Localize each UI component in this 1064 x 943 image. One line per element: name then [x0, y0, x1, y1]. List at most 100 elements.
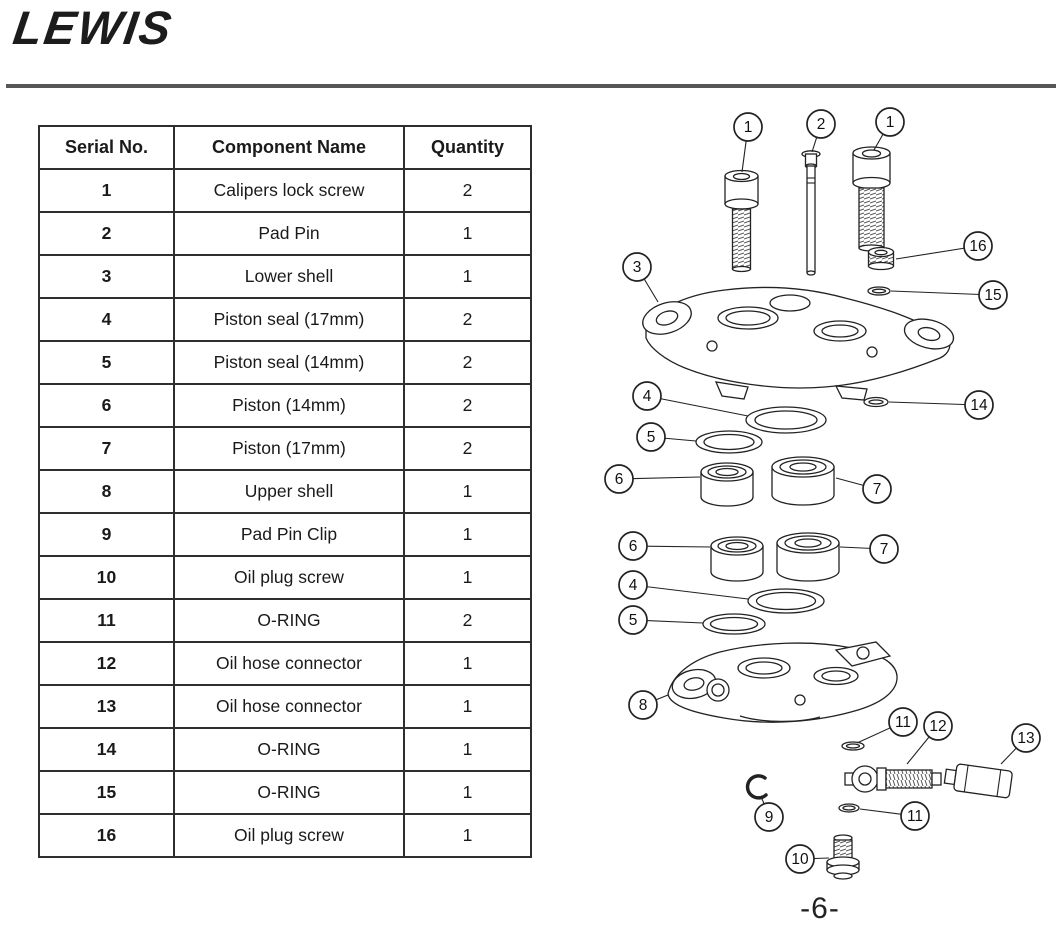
name-cell: Piston (14mm)	[173, 383, 405, 428]
qty-cell: 1	[403, 512, 532, 557]
callout-10: 10	[785, 844, 830, 874]
callout-11-upper: 11	[856, 707, 918, 744]
callout-8: 8	[628, 690, 669, 720]
name-cell: O-RING	[173, 727, 405, 772]
callout-1-right: 1	[873, 107, 905, 151]
name-cell: Oil plug screw	[173, 813, 405, 858]
svg-text:5: 5	[629, 612, 638, 629]
name-cell: Pad Pin Clip	[173, 512, 405, 557]
pad-pin-clip-illustration	[745, 774, 768, 800]
name-cell: Lower shell	[173, 254, 405, 299]
o-ring-11-upper-illustration	[841, 741, 865, 751]
svg-text:6: 6	[615, 471, 624, 488]
callout-4-upper: 4	[632, 381, 749, 417]
qty-cell: 1	[403, 684, 532, 729]
oil-plug-screw-10-illustration	[826, 834, 860, 880]
header-divider	[6, 84, 1056, 88]
name-cell: Piston seal (14mm)	[173, 340, 405, 385]
table-header-row: Serial No. Component Name Quantity	[38, 125, 532, 170]
page-number: -6-	[800, 892, 840, 925]
svg-text:11: 11	[907, 808, 923, 825]
callout-1-left: 1	[733, 112, 763, 173]
name-cell: Calipers lock screw	[173, 168, 405, 213]
svg-text:3: 3	[633, 259, 642, 276]
name-cell: O-RING	[173, 598, 405, 643]
svg-text:6: 6	[629, 538, 638, 555]
calipers-lock-screw-left-illustration	[724, 169, 759, 273]
name-cell: Oil plug screw	[173, 555, 405, 600]
svg-text:13: 13	[1017, 730, 1034, 747]
pad-pin-illustration	[801, 150, 821, 276]
svg-text:14: 14	[970, 397, 988, 414]
serial-cell: 8	[38, 469, 175, 514]
qty-cell: 1	[403, 555, 532, 600]
piston-17-lower-illustration	[776, 532, 840, 582]
piston-seal-14-upper-illustration	[695, 430, 763, 454]
callout-5-lower: 5	[618, 605, 704, 635]
callout-4-lower: 4	[618, 570, 749, 600]
qty-cell: 2	[403, 340, 532, 385]
serial-cell: 14	[38, 727, 175, 772]
svg-text:11: 11	[895, 714, 911, 731]
svg-text:10: 10	[791, 851, 809, 868]
qty-cell: 2	[403, 426, 532, 471]
piston-14-lower-illustration	[710, 536, 764, 582]
qty-cell: 1	[403, 641, 532, 686]
qty-cell: 1	[403, 211, 532, 256]
qty-cell: 1	[403, 727, 532, 772]
callout-13: 13	[1000, 723, 1041, 765]
serial-cell: 10	[38, 555, 175, 600]
callout-16: 16	[895, 231, 993, 261]
upper-shell-illustration	[667, 641, 898, 723]
name-cell: Oil hose connector	[173, 684, 405, 729]
svg-text:15: 15	[984, 287, 1001, 304]
svg-text:9: 9	[765, 809, 774, 826]
serial-cell: 3	[38, 254, 175, 299]
svg-text:12: 12	[929, 718, 946, 735]
svg-text:7: 7	[880, 541, 889, 558]
callout-3: 3	[622, 252, 659, 303]
serial-cell: 11	[38, 598, 175, 643]
serial-cell: 7	[38, 426, 175, 471]
o-ring-14-illustration	[863, 396, 889, 408]
o-ring-15-illustration	[867, 286, 891, 296]
piston-seal-14-lower-illustration	[702, 613, 766, 635]
callout-15: 15	[890, 280, 1008, 310]
col-header-qty: Quantity	[403, 125, 532, 170]
name-cell: Piston (17mm)	[173, 426, 405, 471]
serial-cell: 1	[38, 168, 175, 213]
svg-text:8: 8	[639, 697, 648, 714]
piston-seal-17-lower-illustration	[747, 588, 825, 614]
qty-cell: 1	[403, 770, 532, 815]
svg-text:5: 5	[647, 429, 656, 446]
svg-text:1: 1	[886, 114, 895, 131]
callout-9: 9	[754, 795, 784, 832]
serial-cell: 6	[38, 383, 175, 428]
qty-cell: 1	[403, 469, 532, 514]
svg-text:16: 16	[969, 238, 986, 255]
qty-cell: 2	[403, 297, 532, 342]
serial-cell: 13	[38, 684, 175, 729]
callout-5-upper: 5	[636, 422, 697, 452]
col-header-name: Component Name	[173, 125, 405, 170]
serial-cell: 15	[38, 770, 175, 815]
svg-text:1: 1	[744, 119, 753, 136]
qty-cell: 2	[403, 383, 532, 428]
serial-cell: 4	[38, 297, 175, 342]
callout-6-lower: 6	[618, 531, 711, 561]
oil-hose-connector-13-illustration	[943, 763, 1013, 799]
svg-text:7: 7	[873, 481, 882, 498]
